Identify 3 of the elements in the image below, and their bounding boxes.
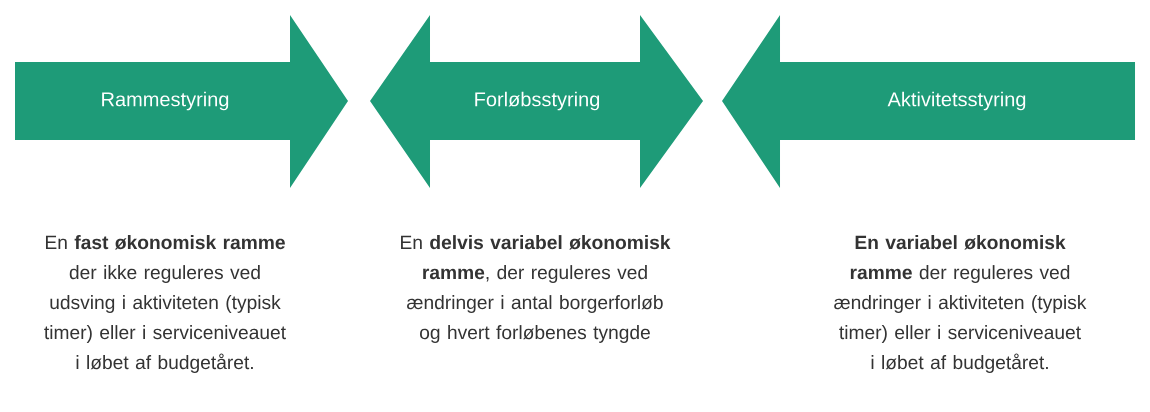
- description-text: En variabel økonomisk ramme der reguleres ved ændringer i aktiviteten (typisk timer) eller i serviceniveauet i løbet af budgetåret.: [834, 235, 1087, 373]
- description-text: En delvis variabel økonomisk ramme, der reguleres ved ændringer i antal borgerforløb og hvert forløbenes tyngde: [401, 235, 671, 343]
- description-text: En fast økonomisk ramme der ikke reguleres ved udsving i aktiviteten (typisk timer) eller i serviceniveauet i løbet af budgetåret.: [44, 235, 286, 373]
